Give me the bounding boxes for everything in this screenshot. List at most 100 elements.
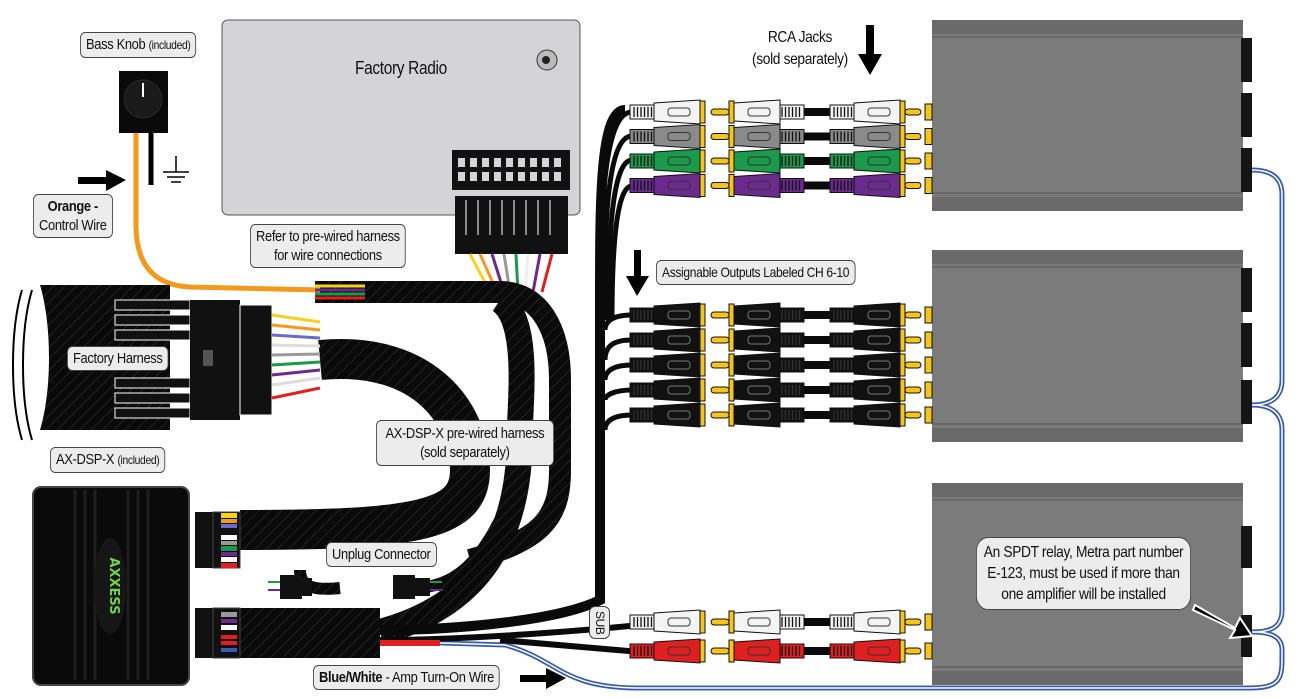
rca-tip [728,610,735,634]
rca-tip [699,328,706,352]
rca-plug-body [853,99,901,125]
rca-tip [904,108,922,116]
prewired-line-2: (sold separately) [420,444,510,461]
rca-tip [728,100,735,124]
rca-tip [904,386,922,394]
relay-line-1: An SPDT relay, Metra part number [983,544,1184,561]
refer-line-1: Refer to pre-wired harness [256,228,400,245]
unplug-connector-label: Unplug Connector [326,542,437,567]
rca-plug-body [733,302,781,328]
rca-plug-body [653,609,701,635]
rca-plug-body [653,327,701,353]
rca-tip [728,378,735,402]
rca-plug-body [653,377,701,403]
rca-tip [728,328,735,352]
rca-tip [904,311,922,319]
rca-cable-row [629,327,933,353]
rca-line-1: RCA Jacks [767,29,833,46]
amp-rca-jack [924,103,933,121]
rca-tip [728,303,735,327]
rca-tip [904,182,922,189]
rca-tip [699,125,706,148]
rca-tip [904,133,922,140]
rca-tip [899,353,906,377]
rca-plug-body [653,172,701,199]
rca-plug-body [733,99,781,125]
rca-cable-row [629,148,933,174]
rca-plug-body [653,352,701,378]
rca-plug-body [653,148,701,174]
rca-cable [804,108,834,116]
rca-cable-row [629,302,933,328]
rca-tip [904,336,922,344]
rca-tip [710,108,730,116]
rca-tip [899,639,906,663]
rca-plug-body [733,377,781,403]
factory-radio-label: Factory Radio [355,58,447,78]
rca-tip [728,125,735,148]
rca-jacks-label: RCA Jacks (sold separately) [752,27,848,71]
refer-line-2: for wire connections [273,247,382,264]
bass-knob-label: Bass Knob (included) [80,32,197,58]
bass-knob-title: Bass Knob [86,36,146,53]
rca-plug-body [853,123,901,150]
amp-rca-jack [924,152,933,170]
amp-rca-jack [924,331,933,349]
rca-tip [699,639,706,663]
relay-line-2: E-123, must be used if more than [987,565,1180,582]
prewired-harness-label: AX-DSP-X pre-wired harness(sold separate… [376,420,554,466]
rca-cable [804,411,834,419]
factory-harness-label: Factory Harness [67,346,169,371]
rca-tip [904,647,922,655]
arrow-down-icon [626,250,649,296]
rca-cable-row [629,99,933,125]
sub-label: SUB [589,606,610,640]
rca-plug-body [853,609,901,635]
rca-cable-row [629,352,933,378]
assignable-outputs-label: Assignable Outputs Labeled CH 6-10 [656,260,856,285]
rca-tip [899,100,906,124]
rca-plug-body [733,123,781,150]
rca-tip [904,618,922,626]
amplifier-2 [932,250,1252,442]
rca-tip [728,149,735,173]
orange-wire-desc: Control Wire [39,217,107,234]
rca-tip [899,174,906,197]
rca-cable [804,386,834,394]
rca-cable [804,618,834,626]
amp-rca-jack [924,381,933,399]
rca-plug-body [853,402,901,428]
rca-line-2: (sold separately) [752,51,848,68]
rca-plug-body [733,402,781,428]
rca-plug-body [853,148,901,174]
rca-cables [629,99,933,664]
rca-plug-body [853,172,901,199]
orange-wire-label: Orange -Control Wire [33,194,113,238]
rca-plug-body [733,638,781,664]
rca-plug-body [733,148,781,174]
ax-dsp-x-device: AXXESS [32,486,241,686]
rca-cable [804,311,834,319]
bass-knob[interactable] [119,71,168,133]
arrow-right-icon [78,170,126,191]
ax-dsp-x-note: (included) [117,453,160,467]
rca-tip [899,403,906,427]
rca-plug-body [853,327,901,353]
turn-on-title: Blue/White [319,669,383,686]
rca-cable [804,647,834,655]
rca-tip [710,386,730,394]
unplug-connector-pair[interactable] [268,575,442,599]
rca-tip [710,182,730,189]
rca-plug-body [853,638,901,664]
factory-harness [12,284,365,441]
rca-tip [699,149,706,173]
rca-tip [728,639,735,663]
turn-on-wire [379,167,1285,691]
rca-cable-row [629,377,933,403]
rca-cable-row [629,172,933,199]
ground-icon [163,156,189,183]
ax-dsp-x-label: AX-DSP-X (included) [50,447,166,473]
rca-cable-row [629,609,933,635]
